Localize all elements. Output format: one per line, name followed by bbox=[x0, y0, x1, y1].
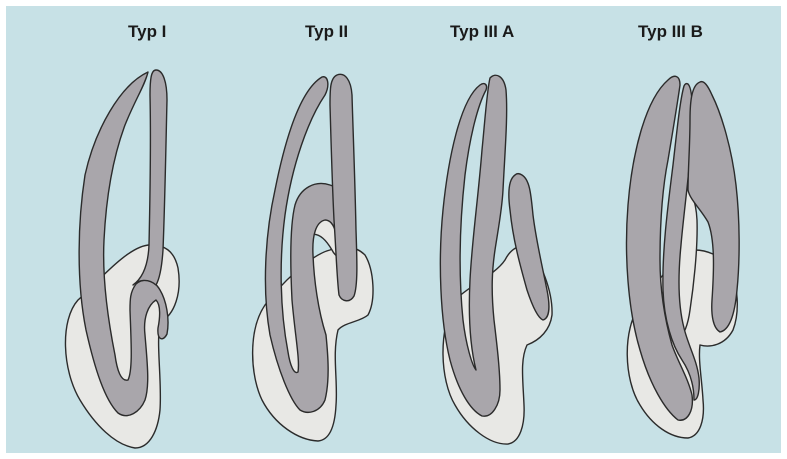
tooth-typ-i bbox=[65, 70, 179, 448]
tooth-typ-ii bbox=[253, 74, 373, 441]
tooth-typ-iii-b bbox=[627, 76, 740, 438]
tooth-typ-iii-a bbox=[440, 75, 552, 444]
